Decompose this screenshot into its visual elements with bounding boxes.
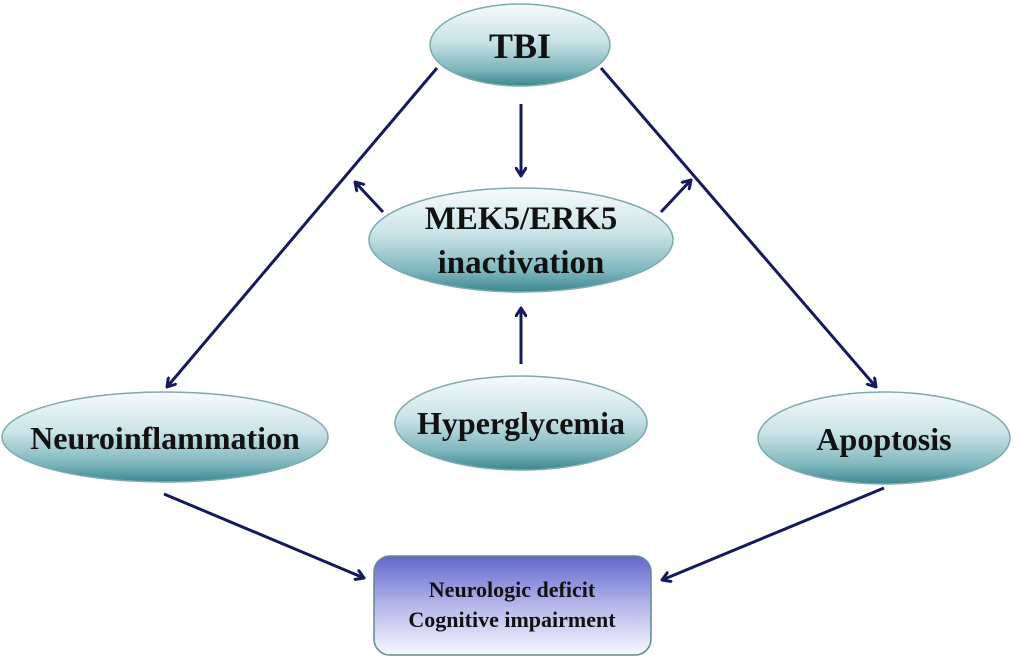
node-apoptosis-label: Apoptosis bbox=[816, 421, 951, 457]
node-mek5-label-line2: inactivation bbox=[438, 245, 605, 281]
node-hyperglycemia-label: Hyperglycemia bbox=[417, 405, 625, 441]
node-mek5-label-line1: MEK5/ERK5 bbox=[425, 201, 618, 237]
arrow-mek5-to-left-edge bbox=[355, 182, 385, 214]
arrow-apoptosis-to-outcome bbox=[662, 486, 885, 580]
node-outcome-label-line2: Cognitive impairment bbox=[408, 607, 616, 632]
node-tbi: TBI bbox=[429, 3, 611, 87]
node-tbi-label: TBI bbox=[489, 26, 551, 66]
arrow-neuroinflammation-to-outcome bbox=[163, 492, 364, 578]
node-outcome: Neurologic deficit Cognitive impairment bbox=[373, 555, 652, 656]
node-hyperglycemia: Hyperglycemia bbox=[394, 375, 648, 471]
node-neuroinflammation-label: Neuroinflammation bbox=[30, 420, 300, 456]
arrow-mek5-to-right-edge bbox=[659, 180, 691, 214]
arrow-tbi-to-apoptosis bbox=[599, 67, 876, 387]
arrow-tbi-to-neuroinflammation bbox=[167, 67, 439, 387]
node-apoptosis: Apoptosis bbox=[757, 391, 1011, 485]
node-neuroinflammation: Neuroinflammation bbox=[1, 391, 329, 483]
node-outcome-label-line1: Neurologic deficit bbox=[429, 577, 596, 602]
edges bbox=[163, 67, 885, 580]
node-mek5-erk5: MEK5/ERK5 inactivation bbox=[368, 187, 674, 293]
